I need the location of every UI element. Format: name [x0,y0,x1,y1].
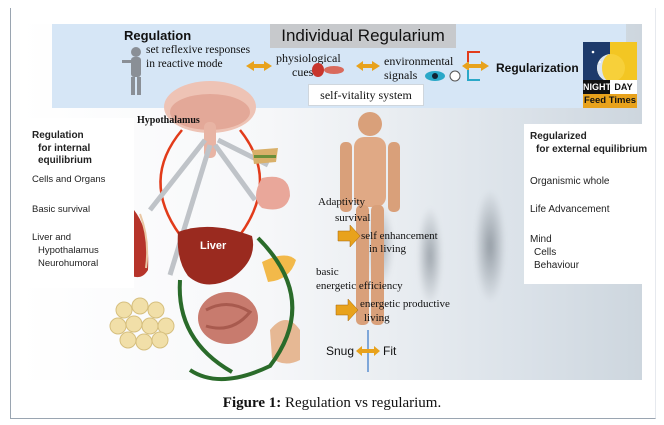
liver-label: Liver [200,240,226,252]
left-hypothalamus: Hypothalamus [38,245,99,256]
self-enhancement-label: self enhancement [361,230,438,242]
right-item-mind: Mind [530,234,552,245]
basic-label: basic [316,266,339,278]
right-panel: Regularized for external equilibrium Org… [524,124,654,284]
right-item-organismic-whole: Organismic whole [530,176,609,187]
living-label: living [364,312,390,324]
statue-figure-icon [122,47,141,95]
hypothalamus-label: Hypothalamus [137,115,200,126]
double-arrow-1 [246,61,272,71]
right-heading-2: for external equilibrium [536,143,647,156]
intestines-icon [198,292,258,344]
right-item-cells: Cells [534,247,556,258]
survival-label: survival [335,212,370,224]
left-heading-2: for internal equilibrium [38,143,134,167]
liver-icon [178,227,253,285]
pancreas-icon [262,255,296,282]
double-arrow-2 [356,61,380,71]
orange-arrow-2 [336,299,358,321]
left-heading-1: Regulation [32,130,84,142]
double-arrow-3 [462,61,489,71]
energetic-productive-label: energetic productive [360,298,450,310]
in-living-label: in living [369,243,406,255]
adaptivity-label: Adaptivity [318,196,365,208]
right-item-behaviour: Behaviour [534,260,579,271]
snug-label: Snug [326,344,354,358]
right-item-life-advancement: Life Advancement [530,204,610,215]
left-neurohumoral: Neurohumoral [38,258,98,269]
fit-label: Fit [383,344,396,358]
left-item-basic-survival: Basic survival [32,204,90,215]
sandwich-icon [252,148,278,164]
left-panel: Regulation for internal equilibrium Cell… [26,118,134,288]
clock-icon [450,71,460,81]
heart-lungs-icon [312,63,344,77]
left-liver-and: Liver and [32,232,71,243]
eye-icon [425,71,445,81]
figure-caption-text: Regulation vs regularium. [285,395,441,411]
stomach-icon [256,177,290,210]
left-item-cells-organs: Cells and Organs [32,174,105,185]
fat-cells-icon [110,298,174,350]
figure-caption: Figure 1: Regulation vs regularium. [0,395,664,412]
energetic-efficiency-label: energetic efficiency [316,280,403,292]
figure-caption-label: Figure 1: [223,395,281,411]
right-heading-1: Regularized [530,130,587,143]
